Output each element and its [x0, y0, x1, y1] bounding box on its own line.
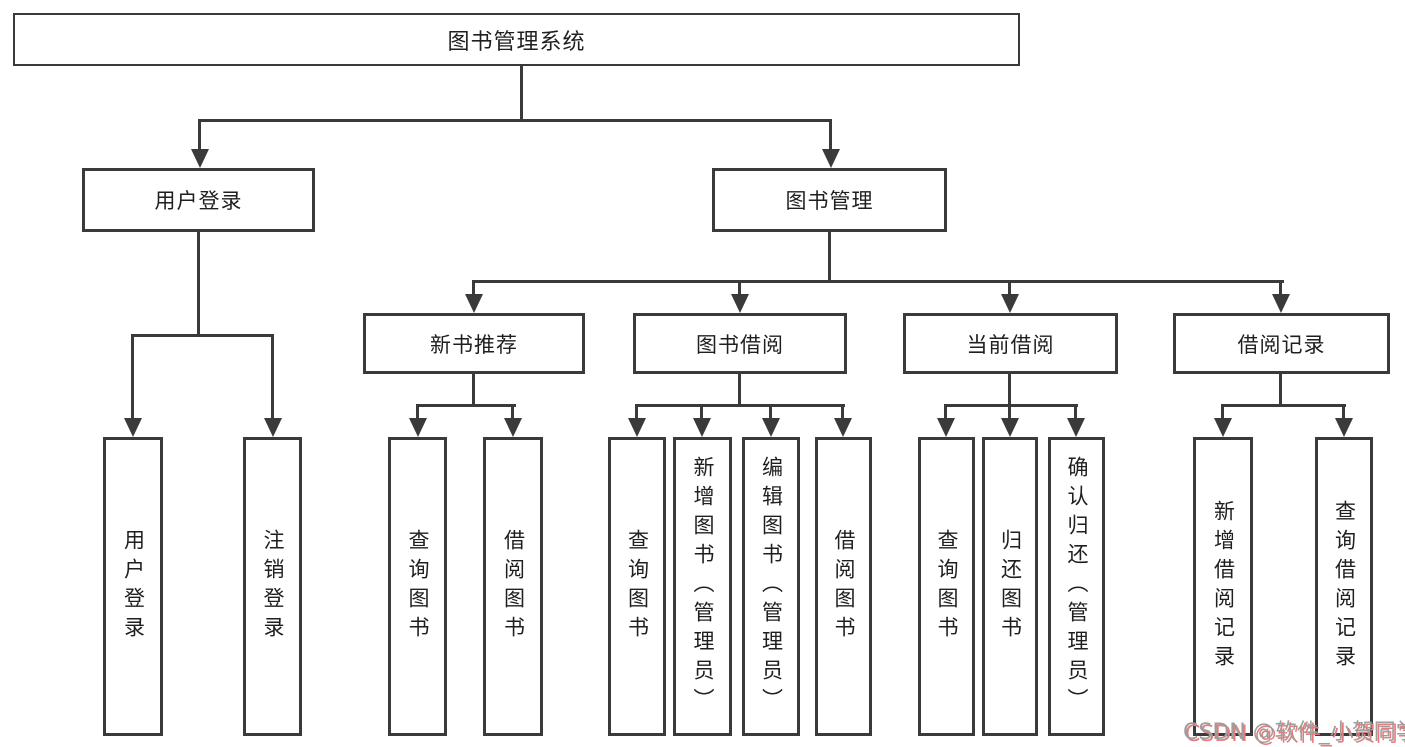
connector-currentborrow-drop-3 — [1074, 404, 1077, 420]
node-leaf-borrow-books-recommend: 借阅图书 — [483, 437, 543, 736]
arrow-down-icon — [628, 418, 646, 437]
arrow-down-icon — [1214, 418, 1232, 437]
connector-root-stem — [520, 66, 523, 122]
node-leaf-borrow-books: 借阅图书 — [815, 437, 872, 736]
arrow-down-icon — [693, 418, 711, 437]
connector-bookborrow-drop-1 — [635, 404, 638, 420]
connector-bookborrow-drop-2 — [700, 404, 703, 420]
connector-bookborrow-drop-3 — [769, 404, 772, 420]
connector-bookmgmt-drop-4 — [1279, 280, 1282, 296]
connector-userlogin-rail — [131, 334, 274, 337]
arrow-down-icon — [264, 418, 282, 437]
node-borrow-records-label: 借阅记录 — [1237, 332, 1326, 357]
node-leaf-return-books: 归还图书 — [982, 437, 1038, 736]
connector-records-drop-1 — [1221, 404, 1224, 420]
node-leaf-borrow-books-label: 借阅图书 — [832, 528, 856, 645]
connector-root-drop-right — [829, 119, 832, 151]
node-leaf-add-borrow-record: 新增借阅记录 — [1193, 437, 1253, 736]
connector-records-stem — [1279, 374, 1282, 407]
node-leaf-logout: 注销登录 — [243, 437, 302, 736]
node-leaf-edit-books-admin: 编辑图书（管理员） — [742, 437, 800, 736]
connector-userlogin-stem — [197, 232, 200, 337]
arrow-down-icon — [465, 294, 483, 313]
node-leaf-query-books-borrow: 查询图书 — [608, 437, 666, 736]
node-leaf-query-books-borrow-label: 查询图书 — [625, 528, 650, 645]
arrow-down-icon — [1067, 418, 1085, 437]
arrow-down-icon — [762, 418, 780, 437]
node-leaf-borrow-books-recommend-label: 借阅图书 — [501, 528, 526, 645]
node-book-borrow-label: 图书借阅 — [696, 332, 784, 357]
connector-newbook-drop-1 — [416, 404, 419, 420]
node-current-borrow-label: 当前借阅 — [966, 332, 1055, 357]
arrow-down-icon — [1272, 294, 1290, 313]
node-leaf-query-books-recommend: 查询图书 — [388, 437, 447, 736]
node-borrow-records: 借阅记录 — [1173, 313, 1390, 374]
csdn-watermark: CSDN @软件_小贺同学 — [1183, 720, 1405, 745]
node-new-book-recommend: 新书推荐 — [363, 313, 585, 374]
connector-newbook-drop-2 — [511, 404, 514, 420]
arrow-down-icon — [1001, 294, 1019, 313]
connector-records-drop-2 — [1342, 404, 1345, 420]
node-user-login-label: 用户登录 — [154, 189, 243, 213]
node-user-login: 用户登录 — [82, 168, 315, 232]
node-leaf-query-books-current-label: 查询图书 — [935, 528, 959, 645]
connector-root-rail — [198, 119, 832, 122]
connector-bookmgmt-drop-3 — [1008, 280, 1011, 296]
node-book-management-label: 图书管理 — [785, 189, 874, 213]
connector-bookmgmt-drop-2 — [738, 280, 741, 296]
node-leaf-query-borrow-record: 查询借阅记录 — [1315, 437, 1373, 736]
node-current-borrow: 当前借阅 — [903, 313, 1118, 374]
arrow-down-icon — [1001, 418, 1019, 437]
node-book-borrow: 图书借阅 — [633, 313, 847, 374]
node-leaf-edit-books-admin-label: 编辑图书（管理员） — [759, 456, 784, 717]
node-leaf-add-borrow-record-label: 新增借阅记录 — [1211, 499, 1236, 674]
connector-bookmgmt-drop-1 — [472, 280, 475, 296]
connector-currentborrow-drop-1 — [944, 404, 947, 420]
connector-bookmgmt-rail — [472, 280, 1284, 283]
connector-newbook-stem — [472, 374, 475, 407]
node-root: 图书管理系统 — [13, 13, 1020, 66]
node-leaf-user-login-label: 用户登录 — [121, 528, 146, 645]
node-leaf-query-borrow-record-label: 查询借阅记录 — [1332, 499, 1357, 674]
node-leaf-user-login: 用户登录 — [103, 437, 163, 736]
node-new-book-recommend-label: 新书推荐 — [430, 332, 518, 357]
node-leaf-add-books-admin: 新增图书（管理员） — [673, 437, 732, 736]
node-leaf-confirm-return-admin-label: 确认归还（管理员） — [1065, 456, 1089, 717]
connector-root-drop-left — [198, 119, 201, 151]
arrow-down-icon — [731, 294, 749, 313]
node-leaf-return-books-label: 归还图书 — [998, 528, 1023, 645]
connector-bookborrow-drop-4 — [841, 404, 844, 420]
arrow-down-icon — [124, 418, 142, 437]
arrow-down-icon — [504, 418, 522, 437]
connector-newbook-rail — [416, 404, 516, 407]
node-leaf-confirm-return-admin: 确认归还（管理员） — [1048, 437, 1105, 736]
node-leaf-logout-label: 注销登录 — [261, 528, 285, 645]
connector-bookborrow-rail — [635, 404, 845, 407]
connector-records-rail — [1221, 404, 1346, 407]
connector-bookmgmt-stem — [828, 232, 831, 283]
arrow-down-icon — [834, 418, 852, 437]
arrow-down-icon — [409, 418, 427, 437]
node-book-management: 图书管理 — [712, 168, 947, 232]
connector-currentborrow-drop-2 — [1008, 404, 1011, 420]
connector-userlogin-drop-2 — [271, 334, 274, 420]
connector-userlogin-drop-1 — [131, 334, 134, 420]
node-leaf-query-books-current: 查询图书 — [918, 437, 975, 736]
node-root-label: 图书管理系统 — [447, 29, 586, 55]
arrow-down-icon — [937, 418, 955, 437]
connector-currentborrow-stem — [1008, 374, 1011, 407]
connector-bookborrow-stem — [738, 374, 741, 407]
node-leaf-query-books-recommend-label: 查询图书 — [406, 528, 430, 645]
connector-currentborrow-rail — [944, 404, 1078, 407]
arrow-down-icon — [191, 149, 209, 168]
node-leaf-add-books-admin-label: 新增图书（管理员） — [691, 456, 715, 717]
arrow-down-icon — [1335, 418, 1353, 437]
arrow-down-icon — [822, 149, 840, 168]
